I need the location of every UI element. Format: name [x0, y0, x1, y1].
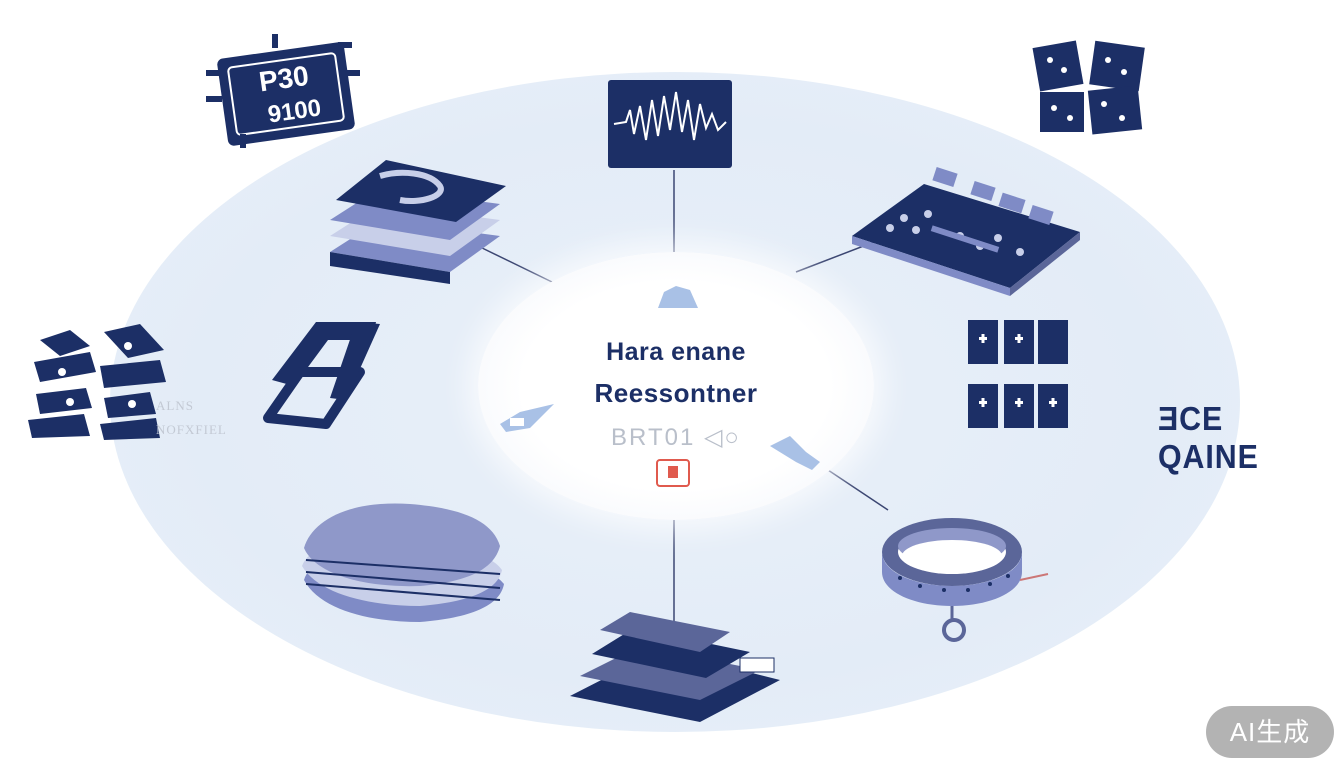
cloud-icon [658, 286, 698, 308]
pointer-hand-icon [770, 436, 820, 470]
pin-array-icon [570, 612, 780, 722]
flow-shape-icon [263, 322, 380, 429]
ring-band-icon [882, 518, 1049, 642]
hub-title-line1: Hara enane [606, 338, 746, 366]
plus-tiles-icon [968, 320, 1068, 428]
waveform-monitor-icon [608, 80, 732, 168]
connector-top-right [795, 241, 875, 273]
tag-icon [500, 404, 554, 432]
chip-label-line1: P30 [257, 60, 311, 98]
left-faded-label-line2: NOFXFIEL [156, 422, 227, 437]
stacked-boards-icon [330, 160, 506, 284]
hub-title-line2: Reessontner [594, 378, 758, 408]
mesh-cubes-icon [1032, 40, 1145, 135]
cpu-chip-icon: P30 9100 [206, 34, 360, 148]
connector-bottom-right [827, 469, 889, 511]
ai-generated-badge: AI生成 [1206, 706, 1334, 758]
abstract-structure-icon [28, 324, 166, 440]
layered-slab-icon [302, 503, 504, 622]
left-faded-label-line1: ALNS [156, 398, 194, 413]
left-faded-label: ALNS NOFXFIEL [156, 394, 227, 442]
hub-subtitle: BRT01 ◁○ [611, 424, 741, 451]
basket-icon [656, 459, 690, 487]
right-side-label: ƎCE QAINE [1158, 400, 1259, 475]
circuit-board-icon [852, 166, 1080, 296]
connector-top-left [477, 245, 553, 283]
